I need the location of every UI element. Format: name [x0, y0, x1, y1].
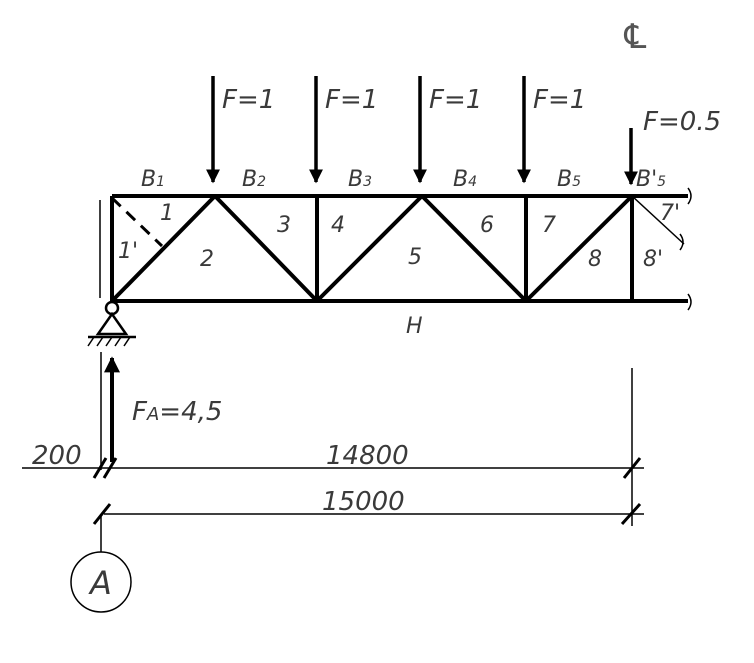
panel-label-4: 4 — [331, 213, 345, 238]
break-mark-mid — [679, 233, 684, 251]
diagonal-4 — [420, 194, 528, 303]
top-chord-label-b4: B4 — [453, 167, 477, 192]
panel-label-8-prime: 8' — [643, 247, 663, 272]
load-label-4: F=1 — [533, 85, 586, 115]
diagonal-5 — [524, 194, 634, 303]
load-label-1: F=1 — [222, 85, 275, 115]
break-mark-bottom — [687, 293, 692, 311]
diagonal-1 — [110, 194, 217, 303]
truss-structure — [110, 194, 688, 303]
panel-label-2: 2 — [200, 247, 214, 272]
top-chord-label-b1: B1 — [141, 167, 165, 192]
diagonal-3 — [315, 194, 424, 303]
panel-label-7: 7 — [542, 213, 556, 238]
load-label-2: F=1 — [325, 85, 378, 115]
axis-label: A — [88, 564, 112, 602]
top-chord-label-b3: B3 — [348, 167, 372, 192]
axis-bubble — [70, 551, 132, 613]
top-chord-label-b5-prime: B'5 — [636, 167, 666, 192]
load-label-3: F=1 — [429, 85, 482, 115]
diagonal-2 — [213, 194, 319, 303]
panel-label-1-prime: 1' — [118, 239, 138, 264]
centerline-symbol: ℄ — [620, 17, 650, 57]
dimension-span-full: 15000 — [322, 487, 405, 517]
panel-label-5: 5 — [408, 245, 422, 270]
panel-label-6: 6 — [480, 213, 494, 238]
load-arrows — [206, 76, 638, 186]
panel-label-8: 8 — [588, 247, 602, 272]
break-mark-top — [687, 187, 692, 205]
secondary-diagonal-7p — [631, 195, 685, 245]
dimension-line-1 — [22, 457, 644, 479]
dashed-member — [110, 196, 164, 248]
panel-label-1: 1 — [160, 201, 174, 226]
panel-label-3: 3 — [277, 213, 291, 238]
top-chord-label-b2: B2 — [242, 167, 266, 192]
panel-label-7-prime: 7' — [660, 201, 680, 226]
pin-support — [87, 300, 136, 347]
top-chord-label-b5: B5 — [557, 167, 581, 192]
load-label-5: F=0.5 — [643, 107, 721, 137]
bottom-chord-label: H — [406, 314, 423, 339]
support-triangle — [95, 311, 129, 336]
dimension-line-2 — [92, 502, 644, 552]
dimension-offset: 200 — [32, 441, 82, 471]
dimension-span-half: 14800 — [326, 441, 409, 471]
reaction-label: FA=4,5 — [132, 397, 222, 427]
